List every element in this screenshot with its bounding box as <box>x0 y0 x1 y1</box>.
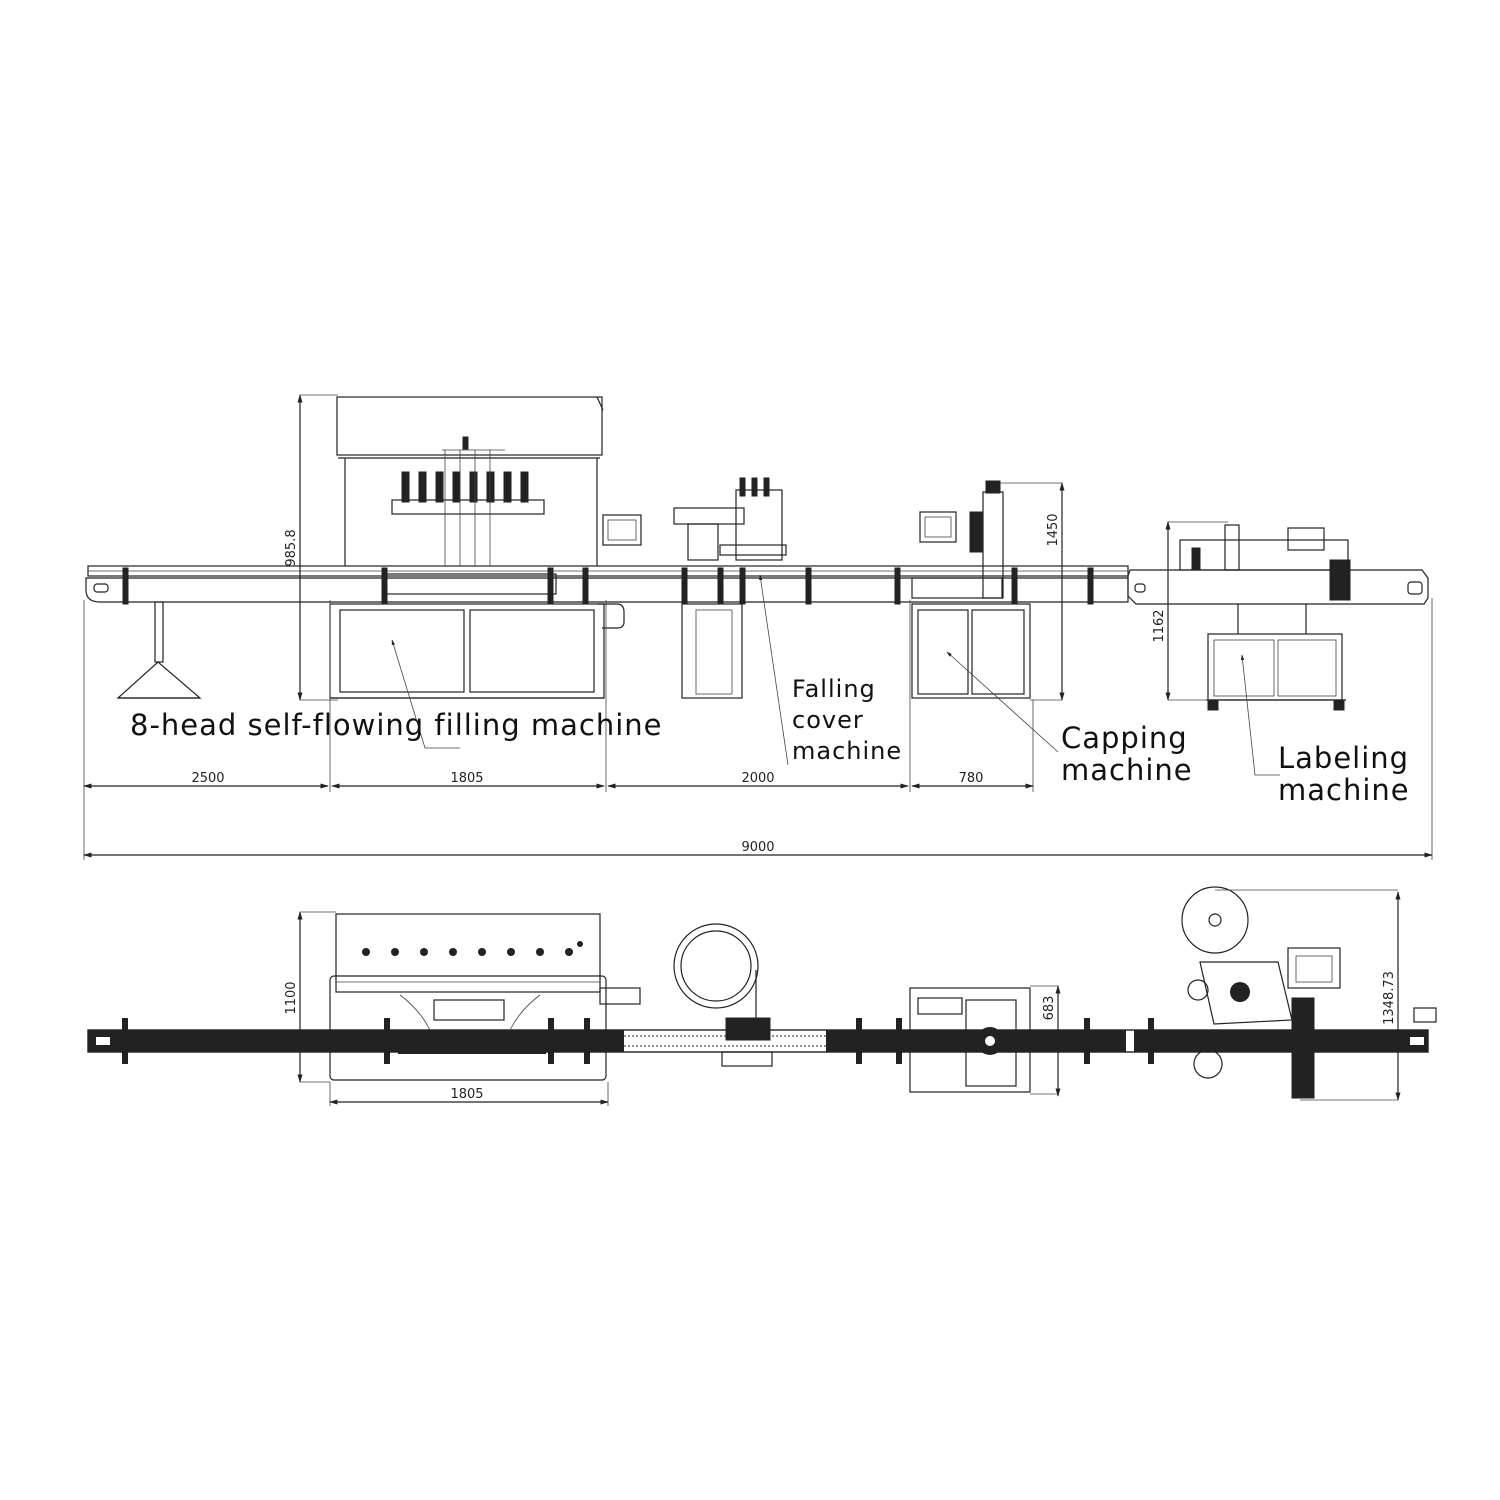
filler-label: 8-head self-flowing filling machine <box>130 708 663 742</box>
dim-9000: 9000 <box>741 840 774 855</box>
top-view <box>87 886 1437 1106</box>
capping-label-line1: Capping <box>1061 721 1188 755</box>
filling-machine-top <box>329 913 641 1081</box>
leader-lines <box>391 574 1280 776</box>
dim-1805-side: 1805 <box>450 771 483 786</box>
falling-cover-top <box>673 923 773 1067</box>
falling-cover-label-line3: machine <box>792 737 902 765</box>
dim-780: 780 <box>959 771 984 786</box>
dim-683: 683 <box>1042 996 1057 1021</box>
capping-label-line2: machine <box>1061 753 1193 787</box>
top-dimensions <box>297 889 1401 1106</box>
dim-1805-top: 1805 <box>450 1087 483 1102</box>
dim-1348-73: 1348.73 <box>1382 971 1397 1025</box>
labeling-label-line1: Labeling <box>1278 741 1409 775</box>
labeling-label-line2: machine <box>1278 773 1410 807</box>
dimension-values: 2500 1805 2000 780 9000 985.8 1450 1162 … <box>191 513 1397 1102</box>
capping-machine <box>911 480 1031 699</box>
dim-1100: 1100 <box>284 981 299 1014</box>
falling-cover-label-line1: Falling <box>792 675 876 703</box>
side-conveyor <box>85 565 1129 605</box>
falling-cover-machine <box>673 477 787 699</box>
side-horizontal-dimensions <box>83 598 1433 860</box>
dim-2000: 2000 <box>741 771 774 786</box>
filling-machine <box>329 396 642 699</box>
falling-cover-label-line2: cover <box>792 706 864 734</box>
dim-985-8: 985.8 <box>284 529 299 566</box>
dim-1450: 1450 <box>1046 513 1061 546</box>
side-view <box>83 394 1433 860</box>
dim-1162: 1162 <box>1152 609 1167 642</box>
support-leg <box>116 601 202 699</box>
side-vertical-dimensions <box>297 394 1228 701</box>
labeling-machine <box>1127 524 1429 711</box>
dim-2500: 2500 <box>191 771 224 786</box>
machine-labels: 8-head self-flowing filling machine Fall… <box>130 675 1410 807</box>
labeling-machine-top <box>1181 886 1437 1099</box>
capping-machine-top <box>909 987 1031 1093</box>
